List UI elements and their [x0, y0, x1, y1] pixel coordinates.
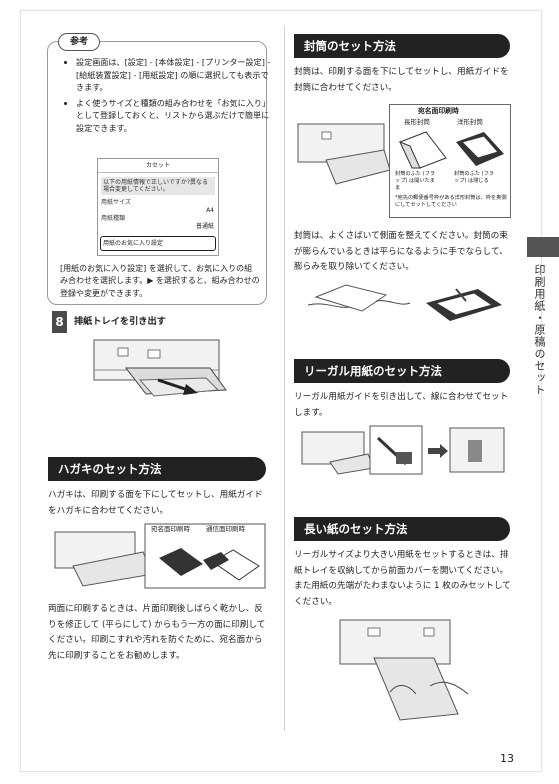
chapter-tab	[527, 237, 559, 257]
envelope-lead: 封筒は、印刷する面を下にしてセットし、用紙ガイドを封筒に合わせてください。	[294, 67, 509, 93]
note-bullet: よく使うサイズと種類の組み合わせを「お気に入り」として登録しておくと、リストから…	[76, 97, 272, 135]
note-bullets: 設定画面は、[設定] - [本体設定] - [プリンター設定] - [給紙装置設…	[62, 56, 272, 138]
envelope-section-header: 封筒のセット方法	[294, 34, 510, 58]
step-number: 8	[52, 311, 67, 333]
envelope-flatten-illustration	[307, 284, 502, 321]
panel-message: 以下の用紙情報で正しいですか?異なる場合変更してください。	[101, 177, 215, 195]
long-paper-lead: リーガルサイズより大きい用紙をセットするときは、排紙トレイを収納してから前面カバ…	[294, 550, 511, 607]
legal-section-header: リーガル用紙のセット方法	[294, 359, 510, 383]
envelope-fig-right-label: 洋形封筒	[457, 118, 483, 126]
paper-size-value: A4	[206, 207, 214, 214]
hagaki-illustration	[54, 523, 266, 589]
envelope-fig-title: 宛名面印刷時	[418, 107, 459, 115]
paper-size-label: 用紙サイズ	[101, 199, 131, 206]
note-bullet: 設定画面は、[設定] - [本体設定] - [プリンター設定] - [給紙装置設…	[76, 56, 272, 94]
long-paper-illustration	[339, 619, 469, 721]
output-tray-illustration	[93, 339, 227, 397]
legal-lead: リーガル用紙ガイドを引き出して、線に合わせてセットします。	[294, 392, 509, 418]
envelope-fig-left-label: 長形封筒	[404, 118, 430, 126]
envelope-printer-illustration	[297, 123, 391, 185]
hagaki-duplex-note: 両面に印刷するときは、片面印刷後しばらく乾かし、反りを修正して (平らにして) …	[48, 604, 266, 661]
envelope-care-note: 封筒は、よくさばいて側面を整えてください。封筒の束が膨らんでいるときは平らになる…	[294, 231, 508, 273]
envelope-flap-right-note: 封筒のふた (フラップ) は閉じる	[454, 171, 494, 184]
page-number: 13	[500, 752, 514, 765]
panel-header: カセット	[98, 159, 218, 173]
favorite-settings-button[interactable]: 用紙のお気に入り設定	[100, 236, 216, 251]
paper-type-label: 用紙種類	[101, 215, 126, 222]
paper-type-value: 普通紙	[195, 223, 214, 230]
envelope-orientation-illustration	[399, 131, 504, 169]
legal-guide-illustration	[301, 425, 505, 475]
envelope-flap-left-note: 封筒のふた (フラップ) は開いたまま	[395, 171, 435, 191]
note-tab: 参考	[58, 33, 100, 51]
cassette-settings-panel: カセット 以下の用紙情報で正しいですか?異なる場合変更してください。 用紙サイズ…	[97, 158, 219, 256]
step-title: 排紙トレイを引き出す	[74, 316, 166, 327]
note-footer: [用紙のお気に入り設定] を選択して、お気に入りの組み合わせを選択します。▶ を…	[60, 264, 260, 298]
chapter-tab-label: 印刷用紙・原稿のセット	[533, 264, 546, 396]
hagaki-fig-label-right: 通信面印刷時	[206, 525, 245, 533]
envelope-fig-footnote: *宛先の郵便番号枠がある洋形封筒は、枠を奥側にしてセットしてください	[395, 195, 507, 208]
hagaki-section-header: ハガキのセット方法	[48, 457, 266, 481]
hagaki-fig-label-left: 宛名面印刷時	[151, 525, 190, 533]
column-divider	[284, 26, 285, 731]
hagaki-lead: ハガキは、印刷する面を下にしてセットし、用紙ガイドをハガキに合わせてください。	[48, 490, 263, 516]
long-paper-section-header: 長い紙のセット方法	[294, 517, 510, 541]
envelope-detail-box	[389, 104, 511, 218]
